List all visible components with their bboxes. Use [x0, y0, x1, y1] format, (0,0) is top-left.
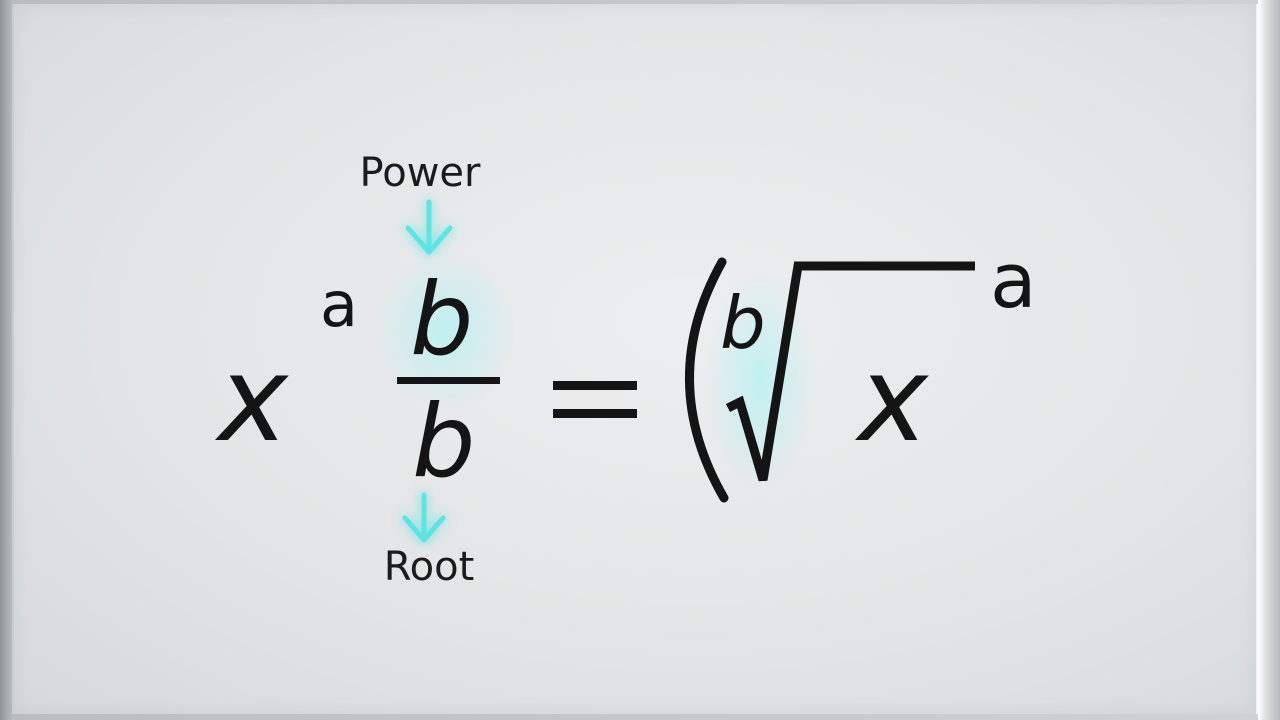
root-label: Root [384, 544, 475, 590]
equals-sign [553, 381, 637, 418]
outer-exponent-a: a [990, 236, 1037, 325]
whiteboard-surface [12, 4, 1259, 714]
lhs-exponent-a: a [320, 268, 358, 341]
fraction-numerator-b: b [410, 261, 473, 378]
whiteboard-edge [1258, 0, 1280, 720]
fraction-bar [397, 377, 500, 384]
lhs-base-x: x [214, 330, 289, 468]
fraction-glow [375, 250, 515, 410]
power-arrow-icon [405, 199, 453, 255]
root-arrow-icon [402, 492, 446, 543]
power-label: Power [360, 150, 481, 196]
fraction-denominator-b: b [412, 383, 475, 500]
root-index-b: b [720, 281, 766, 365]
radicand-x: x [854, 330, 929, 468]
open-parenthesis [685, 257, 729, 503]
radical-sign [725, 261, 975, 482]
